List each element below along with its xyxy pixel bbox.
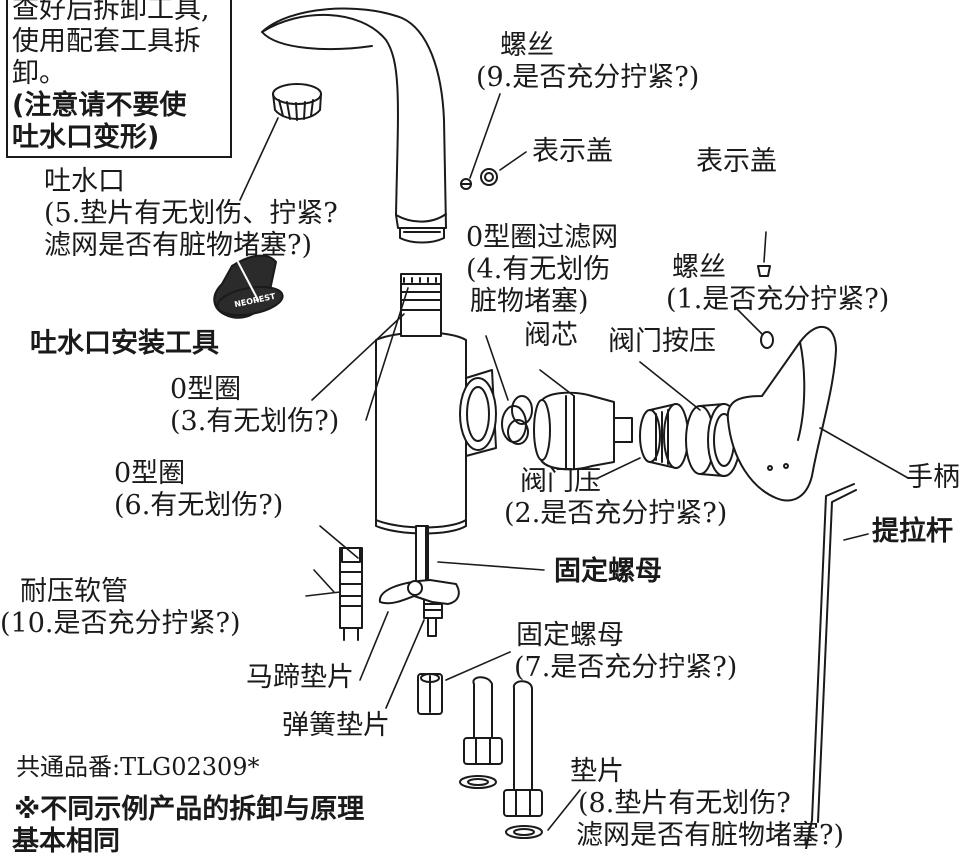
label-horseshoe-washer: 马蹄垫片 (246, 662, 354, 693)
pressure-hose-part (339, 547, 363, 641)
handle-part (726, 325, 837, 502)
label-screw-right: 螺丝 (672, 252, 726, 283)
valve-body-part (375, 331, 497, 535)
label-valve-press: 阀门按压 (608, 326, 716, 357)
label-oring-6: 0型圈 (114, 458, 186, 489)
label-oring-3: 0型圈 (170, 374, 242, 405)
notice-line-4: (注意请不要使 (12, 90, 187, 121)
notice-line-1: 查好后拆卸工具, (12, 0, 210, 25)
valve-nut-part (639, 403, 689, 469)
label-valve-nut-note: (2.是否充分拧紧?) (504, 498, 728, 529)
label-fixing-nut-main: 固定螺母 (554, 556, 662, 587)
label-screw-top-note: (9.是否充分拧紧?) (476, 62, 700, 93)
label-oring-filter: 0型圈过滤网 (466, 222, 619, 253)
notice-line-2: 使用配套工具拆 (12, 26, 201, 57)
spout-tool-part (213, 254, 284, 319)
aerator-part (272, 83, 322, 121)
label-spout-tool: 吐水口安装工具 (30, 328, 219, 359)
label-gasket-note-1: (8.垫片有无划伤? (578, 788, 791, 819)
notice-box: 查好后拆卸工具, 使用配套工具拆 卸。 (注意请不要使 吐水口变形) (6, 0, 232, 158)
fixing-nut-small-part (417, 673, 443, 715)
label-fixing-nut-2-note: (7.是否充分拧紧?) (514, 652, 738, 683)
leader-lines (239, 93, 909, 831)
cartridge-part (533, 391, 633, 471)
footnote-line-1: ※不同示例产品的拆卸与原理 (14, 794, 365, 825)
faucet-spout-body (261, 7, 447, 244)
screw-right-part (760, 331, 774, 349)
notice-line-3: 卸。 (12, 58, 66, 89)
label-cover-right: 表示盖 (696, 146, 777, 177)
label-valve-nut: 阀门压 (520, 466, 601, 497)
horseshoe-washer-part (378, 579, 460, 605)
lift-rod-part (805, 483, 857, 849)
label-lift-rod: 提拉杆 (872, 516, 953, 547)
label-oring-filter-note-1: (4.有无划伤 (466, 254, 611, 285)
label-oring-filter-note-2: 脏物堵塞) (470, 286, 589, 317)
cover-cap-right-part (757, 265, 771, 277)
label-spout-note-1: (5.垫片有无划伤、拧紧? (44, 198, 338, 229)
supply-pipe-right-part (503, 680, 543, 839)
label-hose-note: (10.是否充分拧紧?) (0, 608, 241, 639)
label-oring-6-note: (6.有无划伤?) (114, 490, 284, 521)
label-cover-top: 表示盖 (532, 136, 613, 167)
label-fixing-nut-2: 固定螺母 (516, 620, 624, 651)
label-hose: 耐压软管 (20, 576, 128, 607)
label-handle: 手柄 (906, 462, 960, 493)
valve-spindle-part (400, 273, 442, 337)
label-spring-washer: 弹簧垫片 (282, 710, 390, 741)
label-gasket: 垫片 (570, 756, 624, 787)
label-screw-top: 螺丝 (500, 30, 554, 61)
cover-cap-part (480, 168, 498, 186)
oring-filter-part (501, 395, 533, 445)
label-part-number: 共通品番:TLG02309* (16, 753, 260, 781)
label-spout-note-2: 滤网是否有脏物堵塞?) (44, 230, 313, 261)
supply-pipe-left-part (459, 676, 503, 789)
label-spout: 吐水口 (44, 166, 125, 197)
label-cartridge: 阀芯 (524, 320, 578, 351)
label-gasket-note-2: 滤网是否有脏物堵塞?) (576, 820, 845, 851)
label-oring-3-note: (3.有无划伤?) (170, 406, 340, 437)
notice-line-5: 吐水口变形) (12, 122, 160, 153)
footnote-line-2: 基本相同 (12, 826, 120, 857)
label-screw-right-note: (1.是否充分拧紧?) (666, 284, 890, 315)
